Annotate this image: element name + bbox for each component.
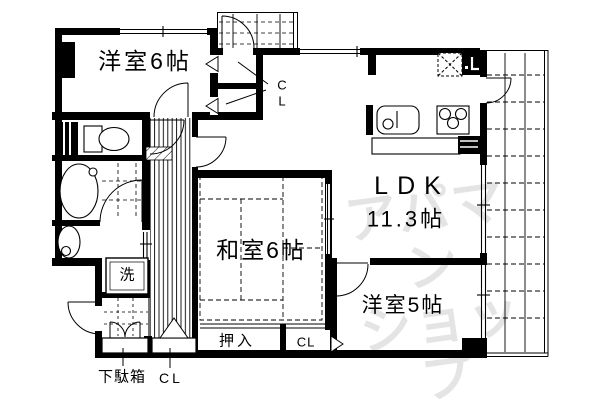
service-balcony-door (221, 15, 255, 49)
label-western-room-5: 洋室5帖 (361, 294, 445, 318)
label-western-room-6: 洋室6帖 (98, 48, 192, 75)
closet-door-markers (159, 55, 344, 353)
closet-bottom-box (151, 337, 197, 354)
label-ldk-size: 11.3帖 (366, 206, 446, 232)
bathtub-icon (59, 163, 99, 219)
pipe-shaft (58, 122, 78, 155)
label-japanese-room-6: 和室6帖 (216, 237, 306, 264)
washbasin-icon (57, 225, 81, 259)
closet-top-door1-icon (205, 55, 219, 73)
bath-tiles (102, 163, 146, 218)
closet-top-door2-icon (205, 97, 219, 115)
main-balcony (462, 50, 549, 357)
windows (120, 26, 490, 345)
fixtures (57, 52, 483, 354)
refrigerator-symbol (437, 52, 463, 77)
closet-bottom-door-icon (159, 317, 189, 339)
western6-door (153, 82, 189, 118)
label-oshiire: 押入 (218, 332, 256, 350)
stove-icon (436, 105, 470, 135)
balcony-door (485, 77, 512, 104)
entrance-door (67, 301, 101, 335)
label-getabako: 下駄箱 (97, 368, 147, 386)
service-balcony (217, 12, 298, 50)
kitchen-sink-icon (376, 105, 420, 135)
bathroom-door (99, 179, 143, 223)
hallway-door (149, 119, 185, 155)
entrance-tiles (104, 298, 148, 336)
label-closet-top: C L (277, 77, 287, 108)
toilet-icon (83, 125, 130, 153)
duct-symbol (462, 52, 483, 75)
closet-mid-door-icon (330, 335, 344, 353)
getabako-doors (109, 321, 141, 338)
door-arcs (67, 15, 512, 338)
label-closet-mid: CL (296, 334, 316, 350)
label-laundry: 洗 (119, 266, 135, 284)
getabako-box (101, 337, 149, 354)
ldk-entry-door (195, 136, 227, 168)
leader-lines (122, 61, 269, 368)
label-closet-bottom: CL (159, 370, 183, 387)
fridge-block (458, 136, 480, 154)
label-ldk: LDK (374, 172, 450, 200)
western5-door (335, 262, 369, 297)
laundry-box (105, 257, 149, 295)
kitchen-counter (371, 137, 461, 155)
